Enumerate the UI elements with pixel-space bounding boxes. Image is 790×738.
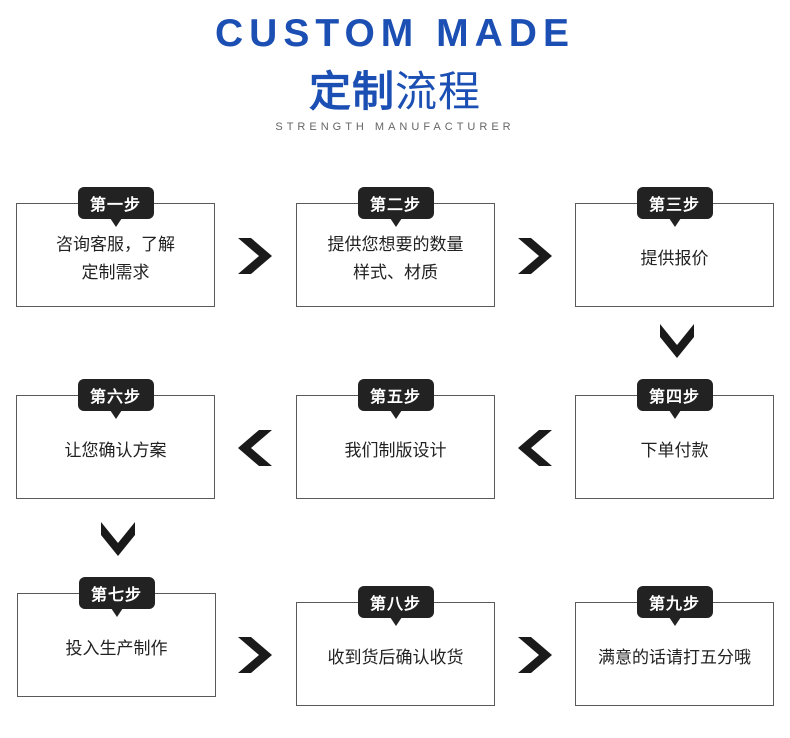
step-4-text: 下单付款 (640, 441, 709, 461)
step-9-box: 第九步 满意的话请打五分哦 (575, 586, 774, 706)
step-1-text: 咨询客服，了解定制需求 (21, 204, 210, 306)
step-8-badge: 第八步 (357, 586, 434, 618)
step-1-box: 第一步 咨询客服，了解定制需求 (16, 187, 215, 307)
step-2-text: 提供您想要的数量样式、材质 (301, 204, 490, 306)
arrow-right-icon (238, 238, 272, 274)
step-5-text: 我们制版设计 (344, 441, 447, 461)
step-9-text: 满意的话请打五分哦 (598, 648, 751, 668)
step-9-badge: 第九步 (636, 586, 713, 618)
step-8-text: 收到货后确认收货 (327, 648, 464, 668)
step-5-box: 第五步 我们制版设计 (296, 379, 495, 499)
step-4-badge: 第四步 (636, 379, 713, 411)
title-chinese-bold: 定制 (308, 67, 395, 116)
step-3-box: 第三步 提供报价 (575, 187, 774, 307)
step-1-badge: 第一步 (77, 187, 154, 219)
step-5-badge: 第五步 (357, 379, 434, 411)
arrow-right-icon (238, 637, 272, 673)
subtitle: STRENGTH MANUFACTURER (275, 121, 515, 133)
arrow-right-icon (518, 637, 552, 673)
step-2-badge: 第二步 (357, 187, 434, 219)
arrow-down-icon (660, 324, 694, 358)
step-2-line-2: 样式、材质 (353, 263, 438, 283)
title-chinese: 定制流程 (0, 58, 790, 119)
step-6-box: 第六步 让您确认方案 (16, 379, 215, 499)
step-1-line-2: 定制需求 (81, 263, 150, 283)
step-7-badge: 第七步 (78, 577, 155, 609)
step-3-text: 提供报价 (640, 249, 709, 269)
title-english: CUSTOM MADE (215, 12, 575, 55)
arrow-right-icon (518, 238, 552, 274)
step-6-badge: 第六步 (77, 379, 154, 411)
arrow-left-icon (518, 430, 552, 466)
step-8-box: 第八步 收到货后确认收货 (296, 586, 495, 706)
step-7-text: 投入生产制作 (65, 639, 168, 659)
step-4-box: 第四步 下单付款 (575, 379, 774, 499)
arrow-left-icon (238, 430, 272, 466)
step-2-box: 第二步 提供您想要的数量样式、材质 (296, 187, 495, 307)
arrow-down-icon (101, 522, 135, 556)
step-7-box: 第七步 投入生产制作 (17, 577, 216, 697)
step-3-badge: 第三步 (636, 187, 713, 219)
step-2-line-1: 提供您想要的数量 (327, 235, 464, 255)
step-6-text: 让您确认方案 (64, 441, 167, 461)
title-chinese-light: 流程 (395, 67, 482, 116)
step-1-line-1: 咨询客服，了解 (56, 235, 175, 255)
